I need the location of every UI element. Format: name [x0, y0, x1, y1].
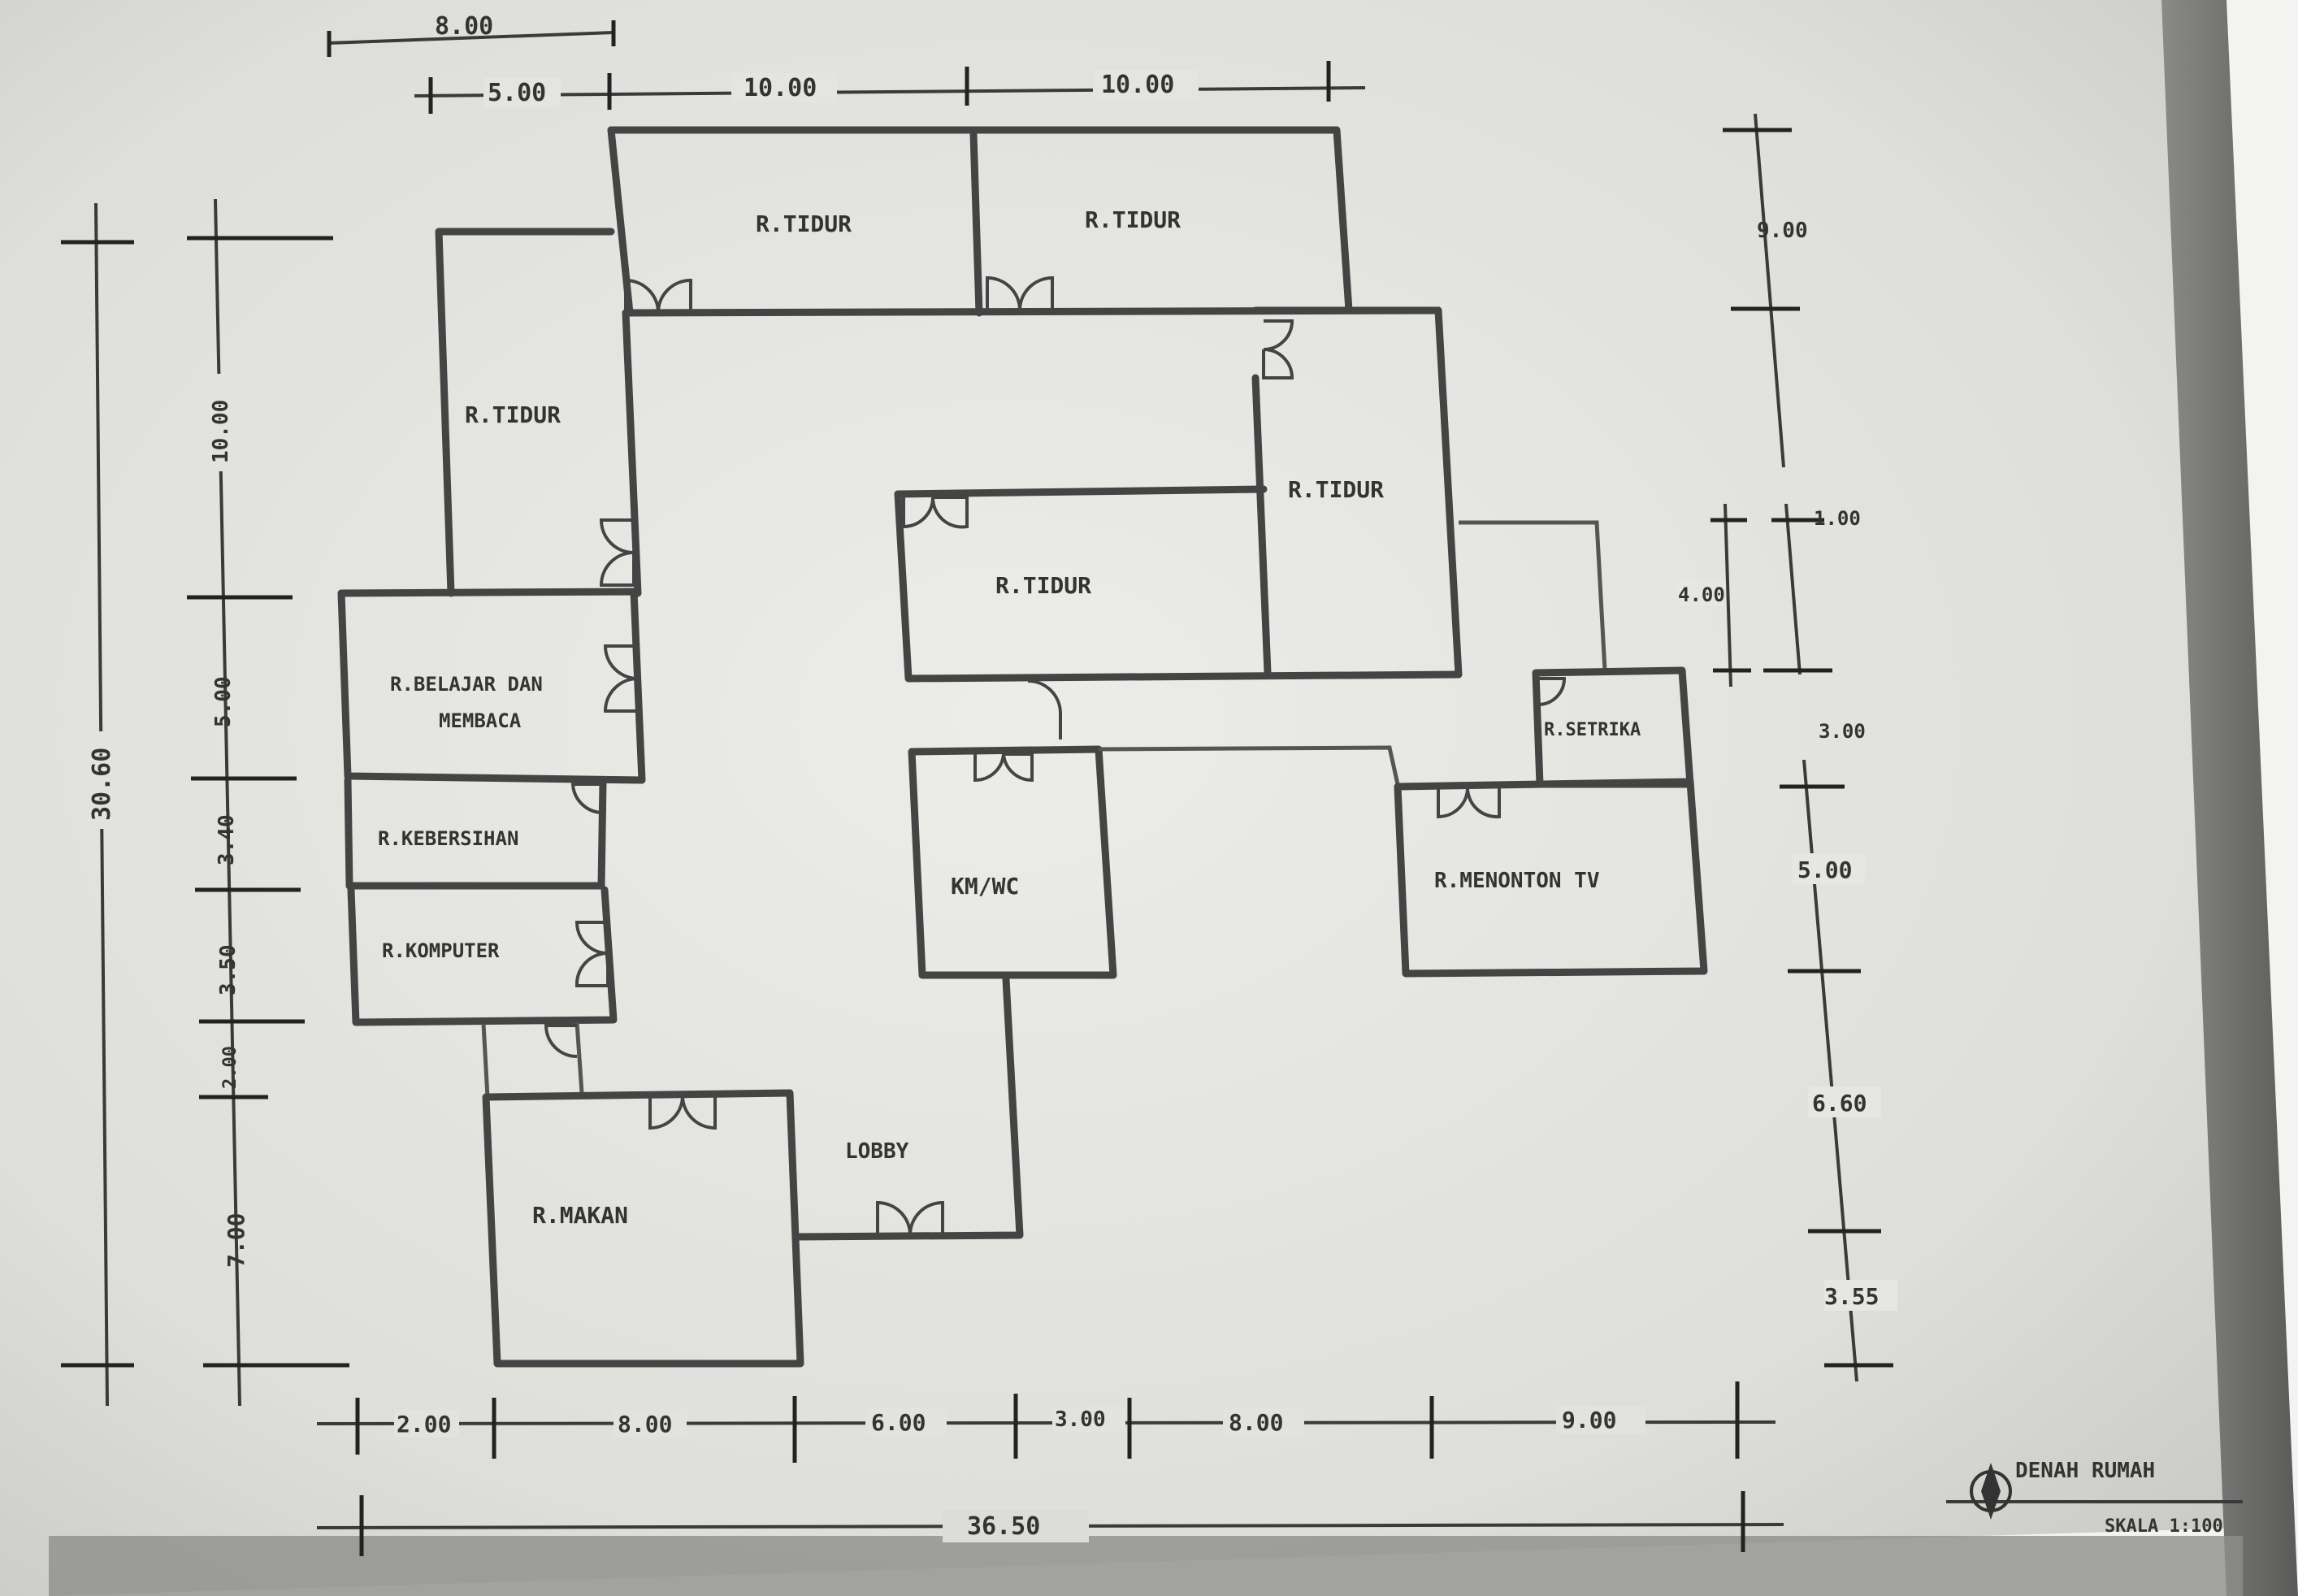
room-label-tv: R.MENONTON TV: [1434, 869, 1600, 893]
wall-top-bedrooms-bottom: [607, 126, 1442, 317]
door-symbol: [876, 1200, 944, 1237]
room-label-ironing: R.SETRIKA: [1544, 720, 1641, 740]
top-dimension-lines: 8.00 5.00 10.00 10.00: [327, 12, 1366, 114]
room-label-bathroom: KM/WC: [951, 873, 1019, 900]
door-symbol: [1262, 319, 1294, 379]
door-symbol: [603, 644, 640, 713]
dim-right-0: 9.00: [1757, 219, 1808, 243]
door-symbol: [902, 496, 969, 529]
dim-left-2: 3.40: [215, 814, 239, 865]
dim-right-2: 1.00: [1814, 507, 1861, 530]
paper-edge-shadow: [2161, 0, 2298, 1596]
room-label-top-right: R.TIDUR: [1085, 206, 1181, 233]
door-symbol: [599, 518, 635, 587]
room-label-lobby: LOBBY: [845, 1139, 909, 1164]
wall-left-bedroom: [435, 228, 615, 597]
wall-corridor: [1098, 745, 1400, 785]
compass-needle-icon: [1981, 1463, 2001, 1520]
dim-top-0: 8.00: [435, 12, 493, 41]
wall-small-room: [1459, 520, 1607, 671]
dim-top-2: 10.00: [744, 74, 817, 102]
doors: [544, 275, 1567, 1237]
title-line-2: SKALA 1:100: [2105, 1516, 2223, 1537]
door-symbol: [1027, 679, 1062, 739]
room-label-center: R.TIDUR: [995, 572, 1091, 599]
title-line-1: DENAH RUMAH: [2015, 1459, 2155, 1483]
door-symbol: [570, 783, 604, 815]
bottom-shadow: [49, 1536, 2243, 1596]
door-symbol: [624, 278, 692, 314]
dim-left-1: 5.00: [211, 676, 236, 727]
door-symbol: [973, 752, 1034, 783]
room-label-study-1: R.BELAJAR DAN: [390, 673, 543, 696]
dim-right-5: 6.60: [1812, 1090, 1867, 1117]
wall-lobby: [792, 975, 1024, 1241]
bottom-dimension-lines: 2.00 8.00 6.00 3.00 8.00 9.00 36.50: [316, 1381, 1784, 1556]
wall-bathroom: [908, 745, 1117, 979]
dim-bottom-5: 9.00: [1562, 1407, 1616, 1433]
dim-left-3: 3.50: [216, 944, 241, 995]
dim-right-4: 5.00: [1797, 857, 1852, 883]
wall-bedroom-divider: [969, 130, 983, 317]
dim-bottom-1: 8.00: [618, 1411, 672, 1438]
door-symbol: [648, 1094, 717, 1130]
wall-right-bedroom: [1251, 306, 1463, 679]
dim-right-1: 4.00: [1678, 583, 1725, 606]
right-dimension-lines: 9.00 4.00 1.00 3.00 5.00 6.60 3.55: [1674, 113, 1897, 1382]
wall-center-top: [894, 485, 1268, 498]
door-symbol: [1537, 677, 1567, 706]
wall-study: [337, 588, 646, 784]
dim-bottom-3: 3.00: [1055, 1407, 1106, 1432]
door-symbol: [986, 275, 1054, 312]
dim-left-4: 2.00: [220, 1046, 241, 1089]
wall-tv-room: [1394, 778, 1708, 978]
dim-left-total: 30.60: [88, 748, 116, 821]
title-block: DENAH RUMAH SKALA 1:100: [1946, 1459, 2243, 1537]
wall-cleaning: [344, 776, 607, 890]
left-dimension-lines: 30.60 10.00 5.00 3.40 3.50 2.00 7.00: [61, 198, 349, 1407]
dim-top-1: 5.00: [488, 79, 546, 107]
paper-sheet: [0, 0, 2243, 1596]
dim-bottom-0: 2.00: [397, 1411, 451, 1438]
room-label-right-tall: R.TIDUR: [1288, 476, 1384, 503]
wall-top-bedrooms: [607, 126, 1353, 314]
room-label-cleaning: R.KEBERSIHAN: [378, 827, 518, 850]
wall-entry-right: [574, 1021, 584, 1094]
wall-entry: [481, 1023, 490, 1098]
room-label-computer: R.KOMPUTER: [382, 939, 500, 962]
room-label-left-tall: R.TIDUR: [465, 401, 561, 428]
dim-bottom-4: 8.00: [1229, 1409, 1283, 1436]
wall-right-bedroom-left: [1251, 374, 1272, 677]
door-symbol: [574, 921, 609, 987]
dim-bottom-total: 36.50: [967, 1512, 1040, 1541]
door-symbol: [544, 1024, 578, 1058]
dim-left-0: 10.00: [209, 400, 233, 463]
wall-center-bedroom: [894, 490, 1463, 683]
wall-left-corridor: [622, 309, 642, 597]
room-label-top-left: R.TIDUR: [756, 210, 852, 237]
dim-right-6: 3.55: [1824, 1283, 1879, 1310]
dim-top-3: 10.00: [1101, 71, 1174, 99]
dim-right-3: 3.00: [1819, 720, 1866, 743]
dim-bottom-2: 6.00: [871, 1409, 926, 1436]
room-labels: R.TIDUR R.TIDUR R.TIDUR R.TIDUR R.TIDUR …: [378, 206, 1641, 1229]
walls: [337, 126, 1708, 1368]
door-symbol: [1437, 785, 1501, 819]
room-label-study-2: MEMBACA: [439, 709, 522, 732]
dim-left-5: 7.00: [223, 1213, 249, 1268]
room-label-dining: R.MAKAN: [532, 1202, 628, 1229]
